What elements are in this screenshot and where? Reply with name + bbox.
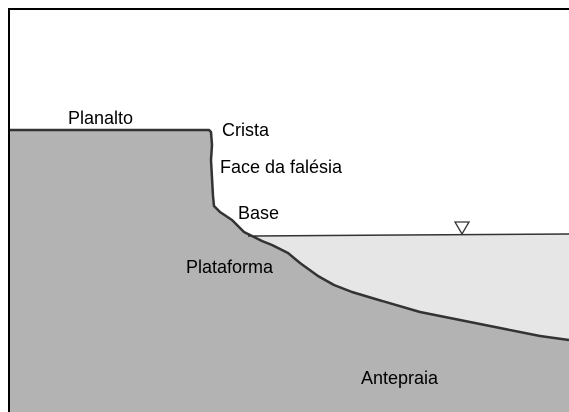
plateau-label: Planalto (68, 108, 133, 128)
sea-water (248, 234, 569, 340)
cliff-face-label: Face da falésia (220, 157, 343, 177)
land-mass (9, 130, 569, 412)
shoreface-label: Antepraia (361, 368, 439, 388)
platform-label: Plataforma (186, 257, 274, 277)
water-level-triangle (453, 221, 471, 236)
crest-label: Crista (222, 120, 270, 140)
base-label: Base (238, 203, 279, 223)
land-outline (9, 128, 569, 342)
water-surface-line (247, 233, 569, 237)
frame-border (8, 8, 569, 412)
